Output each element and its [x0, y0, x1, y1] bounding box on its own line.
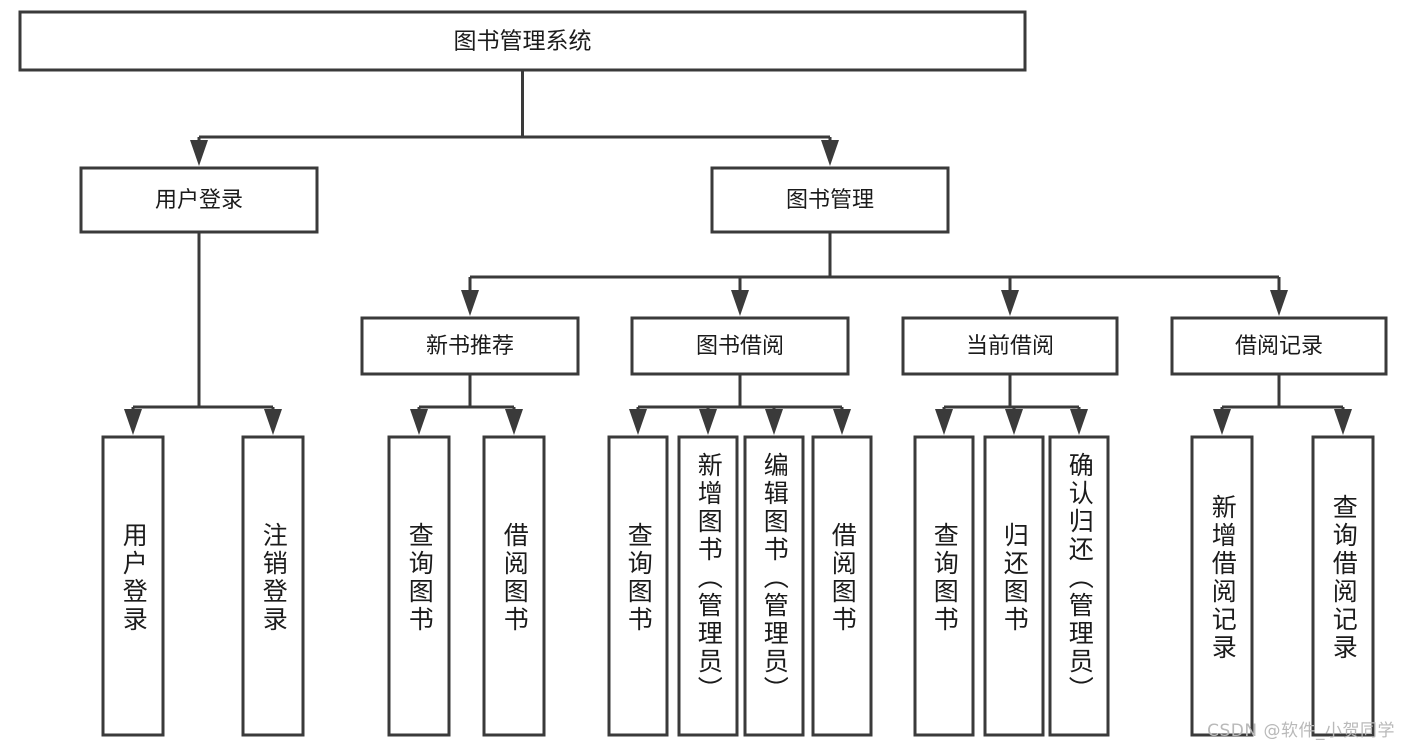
node-box-leaf-query-borrow-record[interactable]	[1311, 435, 1375, 737]
arrow-head-icon	[1005, 409, 1023, 435]
node-box-leaf-edit-book-admin[interactable]	[743, 435, 805, 737]
arrow-head-icon	[765, 409, 783, 435]
node-box-leaf-borrow-book[interactable]	[811, 435, 873, 737]
node-box-user-login[interactable]	[79, 166, 319, 234]
node-box-root[interactable]	[18, 10, 1027, 72]
node-box-leaf-query-book-cur[interactable]	[913, 435, 975, 737]
node-label-new-book-recommend: 新书推荐	[426, 334, 514, 359]
arrow-head-icon	[699, 409, 717, 435]
nodes-layer	[18, 10, 1388, 737]
arrow-head-icon	[1070, 409, 1088, 435]
node-label-book-manage: 图书管理	[786, 188, 874, 213]
node-box-leaf-add-borrow-record[interactable]	[1190, 435, 1254, 737]
arrow-head-icon	[124, 409, 142, 435]
node-label-current-borrow: 当前借阅	[966, 334, 1054, 359]
node-box-leaf-user-login[interactable]	[101, 435, 165, 737]
arrow-head-icon	[1334, 409, 1352, 435]
arrow-head-icon	[833, 409, 851, 435]
arrow-head-icon	[505, 409, 523, 435]
arrow-head-icon	[1213, 409, 1231, 435]
node-box-leaf-confirm-return-admin[interactable]	[1048, 435, 1110, 737]
node-label-user-login: 用户登录	[155, 188, 243, 213]
node-box-leaf-query-book-borrow[interactable]	[607, 435, 669, 737]
arrow-head-icon	[190, 140, 208, 166]
node-label-borrow-record: 借阅记录	[1235, 334, 1323, 359]
node-box-leaf-add-book-admin[interactable]	[677, 435, 739, 737]
node-label-root: 图书管理系统	[454, 29, 592, 55]
node-label-book-borrow: 图书借阅	[696, 334, 784, 359]
node-box-leaf-borrow-book-rec[interactable]	[482, 435, 546, 737]
node-box-leaf-query-book-rec[interactable]	[387, 435, 451, 737]
node-box-current-borrow[interactable]	[901, 316, 1119, 376]
node-box-new-book-recommend[interactable]	[360, 316, 580, 376]
watermark-text: CSDN @软件_小贺同学	[1207, 721, 1395, 741]
arrow-head-icon	[629, 409, 647, 435]
node-box-book-manage[interactable]	[710, 166, 950, 234]
arrow-head-icon	[821, 140, 839, 166]
arrow-head-icon	[1270, 290, 1288, 316]
node-box-leaf-user-logout[interactable]	[241, 435, 305, 737]
arrow-head-icon	[1001, 290, 1019, 316]
arrow-head-icon	[264, 409, 282, 435]
arrow-head-icon	[410, 409, 428, 435]
node-box-borrow-record[interactable]	[1170, 316, 1388, 376]
arrow-head-icon	[461, 290, 479, 316]
node-box-book-borrow[interactable]	[630, 316, 850, 376]
arrow-head-icon	[731, 290, 749, 316]
node-box-leaf-return-book[interactable]	[983, 435, 1045, 737]
arrow-head-icon	[935, 409, 953, 435]
connectors-layer	[124, 70, 1352, 435]
